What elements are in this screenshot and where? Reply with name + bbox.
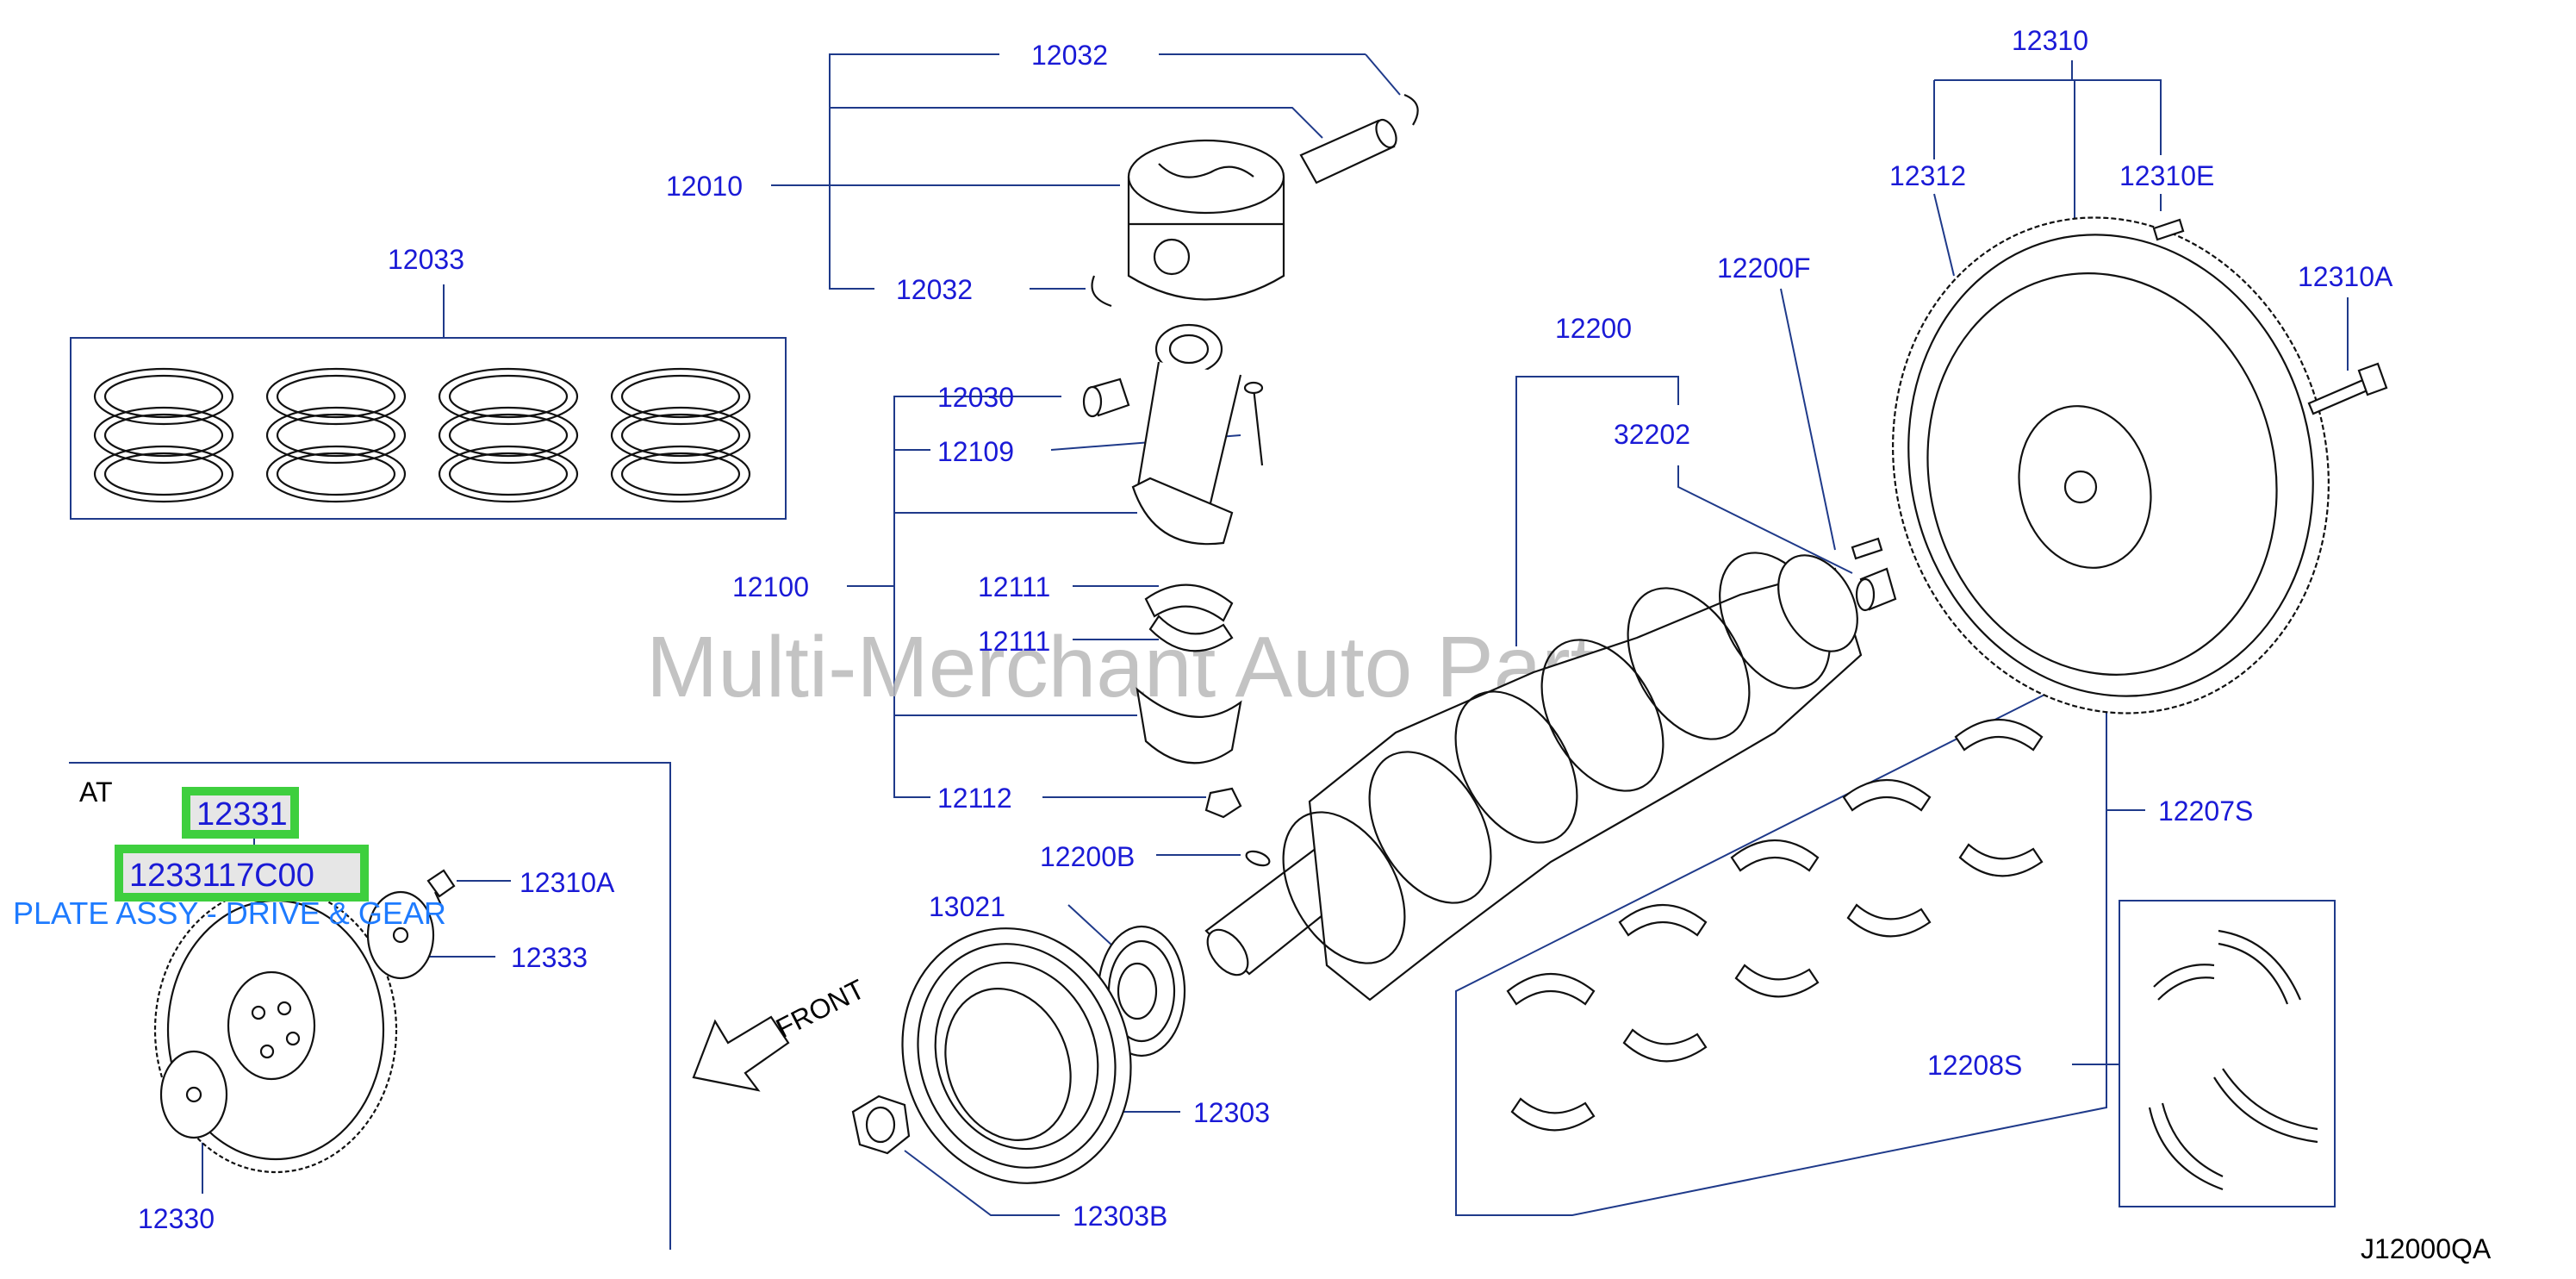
rod-nut — [1204, 787, 1242, 819]
label-12111-b[interactable]: 12111 — [978, 626, 1050, 657]
label-12200B[interactable]: 12200B — [1040, 841, 1135, 872]
front-arrow-icon — [692, 1015, 790, 1092]
piston-rings — [93, 367, 751, 503]
diagram-code: J12000QA — [2361, 1233, 2492, 1264]
highlight-ref-box[interactable] — [182, 787, 299, 839]
piston-pin — [1299, 118, 1397, 184]
crankshaft-key — [1245, 850, 1271, 867]
part-labels: 12032 12010 12032 12033 12030 12109 1210… — [138, 25, 2393, 1234]
label-12333[interactable]: 12333 — [511, 942, 588, 973]
connecting-rod — [1131, 323, 1264, 546]
flywheel — [1892, 216, 2330, 714]
label-12200F[interactable]: 12200F — [1717, 253, 1811, 284]
highlight-part-number[interactable]: 1233117C00 — [129, 858, 314, 894]
drive-plate-bolt — [426, 869, 456, 906]
flywheel-dowel — [2152, 218, 2185, 241]
label-12303B[interactable]: 12303B — [1073, 1201, 1167, 1232]
pin-bushing — [1082, 377, 1130, 418]
dowel-pin — [1851, 537, 1883, 560]
label-12310A-right[interactable]: 12310A — [2298, 261, 2393, 292]
label-12033[interactable]: 12033 — [388, 244, 464, 275]
adapter-plate — [159, 1050, 228, 1139]
flywheel-bolt — [2307, 362, 2388, 415]
section-at-label: AT — [79, 777, 113, 808]
label-12312[interactable]: 12312 — [1889, 160, 1966, 191]
label-12208S[interactable]: 12208S — [1927, 1050, 2022, 1081]
label-12207S[interactable]: 12207S — [2158, 795, 2253, 827]
highlight-ref[interactable]: 12331 — [196, 796, 288, 833]
main-bearings — [1506, 719, 2044, 1132]
label-12303[interactable]: 12303 — [1193, 1097, 1270, 1128]
label-12310A-left[interactable]: 12310A — [520, 867, 615, 898]
thrust-washers — [2148, 929, 2318, 1191]
label-12111-a[interactable]: 12111 — [978, 571, 1050, 602]
label-12032-top[interactable]: 12032 — [1031, 40, 1108, 71]
highlight-part-number-box[interactable] — [115, 845, 369, 902]
label-12200[interactable]: 12200 — [1555, 313, 1632, 344]
label-12310E[interactable]: 12310E — [2119, 160, 2214, 191]
label-32202[interactable]: 32202 — [1614, 419, 1690, 450]
reinforcement-plate — [366, 890, 435, 980]
label-12030[interactable]: 12030 — [937, 382, 1014, 413]
crankshaft — [1204, 552, 1863, 1001]
crank-pulley — [901, 927, 1132, 1184]
pilot-bushing — [1855, 567, 1897, 612]
label-12100[interactable]: 12100 — [732, 571, 809, 602]
pulley-bolt — [851, 1095, 911, 1155]
piston — [1127, 139, 1285, 301]
front-label: FRONT — [771, 973, 870, 1044]
part-description: PLATE ASSY - DRIVE & GEAR — [13, 895, 446, 931]
label-12032-bottom[interactable]: 12032 — [896, 274, 973, 305]
label-13021[interactable]: 13021 — [929, 891, 1005, 922]
label-12109[interactable]: 12109 — [937, 436, 1014, 467]
snap-rings — [1091, 93, 1419, 308]
label-12310[interactable]: 12310 — [2012, 25, 2088, 56]
label-12112[interactable]: 12112 — [937, 783, 1012, 814]
label-12330[interactable]: 12330 — [138, 1203, 215, 1234]
label-12010[interactable]: 12010 — [666, 171, 743, 202]
rod-bearings — [1136, 583, 1242, 764]
highlighted-part[interactable]: 12331 1233117C00 — [115, 787, 369, 902]
